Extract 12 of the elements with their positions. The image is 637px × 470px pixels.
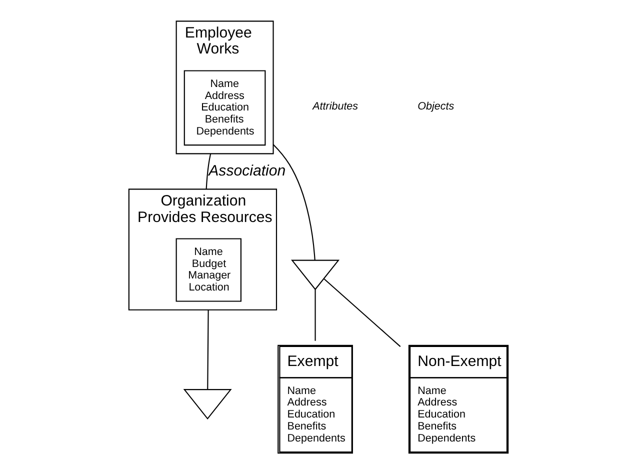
connector bbox=[324, 278, 401, 347]
node-box: Name Address Education Benefits Dependents bbox=[184, 70, 266, 146]
edge-label: Association bbox=[208, 162, 286, 180]
label: Objects bbox=[418, 100, 454, 113]
node-triangle bbox=[291, 260, 340, 290]
label: Attributes bbox=[312, 100, 358, 113]
connector bbox=[206, 154, 212, 190]
connector bbox=[314, 290, 316, 341]
connector bbox=[272, 144, 316, 260]
node-triangle bbox=[183, 389, 232, 420]
node-box: Name Budget Manager Location bbox=[176, 238, 242, 302]
connector bbox=[207, 310, 209, 390]
